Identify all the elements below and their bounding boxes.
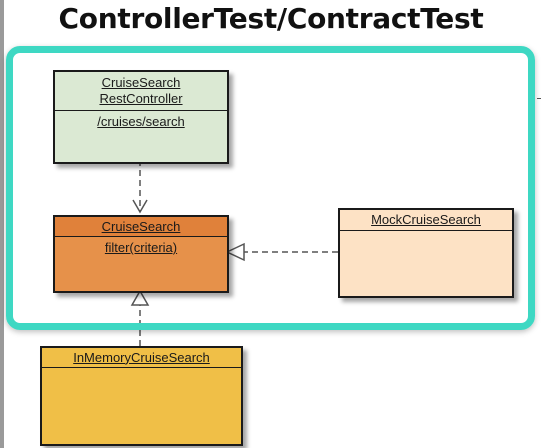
highlight-frame [6,46,535,330]
class-name: MockCruiseSearch [371,212,481,227]
class-member: /cruises/search [97,114,185,129]
memory-realization-arrowhead [130,289,150,306]
class-name-line-1: CruiseSearch [101,75,181,90]
in-memory-cruise-search-class: InMemoryCruiseSearch [40,346,243,446]
class-name: InMemoryCruiseSearch [73,349,210,365]
cruise-search-rest-controller-class: CruiseSearch RestController /cruises/sea… [53,70,229,164]
class-name: CruiseSearch [101,218,181,234]
class-name-header: InMemoryCruiseSearch [42,348,241,368]
left-edge-bar [0,0,4,448]
mock-cruise-search-class: MockCruiseSearch [338,208,514,298]
class-member-section: /cruises/search [55,111,227,130]
mock-realization-arrowhead [225,242,245,262]
class-name-header: CruiseSearch [55,217,227,237]
class-name-header: MockCruiseSearch [340,210,512,231]
slide-title: ControllerTest/ContractTest [58,2,484,35]
cruise-search-interface: CruiseSearch filter(criteria) [53,215,229,293]
dependency-arrowhead [132,199,148,214]
class-member: filter(criteria) [104,240,178,255]
edge-tick-mark [537,98,541,99]
class-name-line-2: RestController [99,91,183,106]
class-member-section: filter(criteria) [55,237,227,256]
class-name-header: CruiseSearch RestController [55,72,227,111]
